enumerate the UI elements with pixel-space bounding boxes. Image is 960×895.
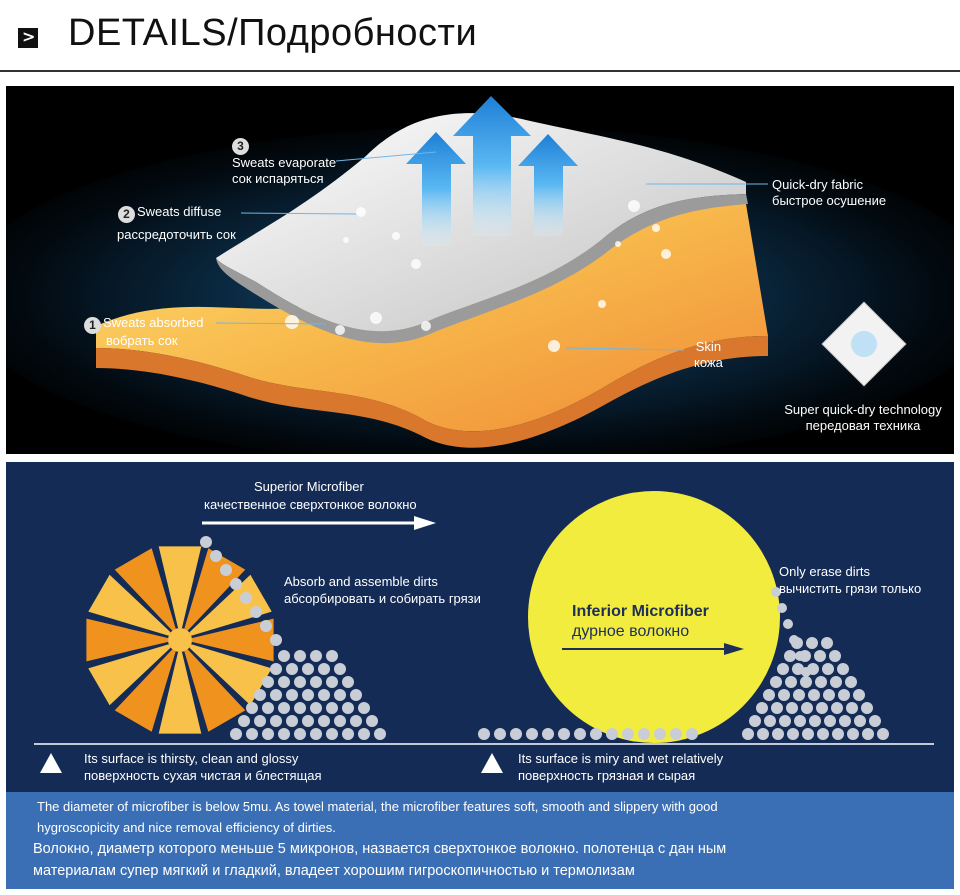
description-en: The diameter of microfiber is below 5mu.… bbox=[37, 799, 718, 835]
evaporate-arrow-center bbox=[453, 96, 531, 236]
inferior-arrow-icon bbox=[724, 643, 744, 655]
erase-ru: вычистить грязи только bbox=[779, 581, 922, 596]
quick-dry-en: Quick-dry fabric bbox=[772, 177, 864, 192]
inferior-ru: дурное волокно bbox=[572, 623, 690, 640]
technology-en: Super quick-dry technology bbox=[784, 402, 942, 417]
step-2-badge: 2 bbox=[118, 206, 135, 223]
surface-good-ru: поверхность сухая чистая и блестящая bbox=[84, 768, 322, 783]
header: > DETAILS/Подробности bbox=[0, 0, 960, 72]
evaporate-arrow-left bbox=[406, 132, 466, 246]
microfiber-illustration bbox=[34, 491, 934, 745]
surface-bad-en: Its surface is miry and wet relatively bbox=[518, 751, 724, 766]
step-evaporate-en: Sweats evaporate bbox=[232, 155, 337, 170]
surface-good-en: Its surface is thirsty, clean and glossy bbox=[84, 751, 299, 766]
step-absorbed-en: Sweats absorbed bbox=[103, 315, 204, 330]
step-diffuse-en: Sweats diffuse bbox=[137, 204, 222, 219]
erase-en: Only erase dirts bbox=[779, 564, 871, 579]
description-footer: The diameter of microfiber is below 5mu.… bbox=[6, 792, 954, 889]
absorb-label: Absorb and assemble dirts абсорбировать … bbox=[284, 573, 481, 607]
surface-bad-ru: поверхность грязная и сырая bbox=[518, 768, 696, 783]
skin-ru: кожа bbox=[694, 355, 723, 370]
page-title: DETAILS/Подробности bbox=[68, 12, 478, 54]
surface-good-label: Its surface is thirsty, clean and glossy… bbox=[84, 750, 322, 784]
technology-label: Super quick-dry technology передовая тех… bbox=[778, 402, 948, 434]
remaining-dirt-particles bbox=[478, 587, 889, 740]
absorb-ru: абсорбировать и собирать грязи bbox=[284, 591, 481, 606]
marker-symbol: > bbox=[22, 27, 36, 46]
header-divider bbox=[0, 70, 960, 72]
inferior-label: Inferior Microfiber дурное волокно bbox=[572, 602, 709, 642]
step-1-badge: 1 bbox=[84, 317, 101, 334]
step-3-badge: 3 bbox=[232, 138, 249, 155]
step-evaporate-ru: сок испаряться bbox=[232, 171, 324, 186]
sweat-droplets bbox=[285, 200, 671, 352]
quick-dry-label: Quick-dry fabric быстрое осушение bbox=[772, 177, 886, 209]
absorbed-dirt-particles bbox=[200, 536, 386, 740]
skin-en: Skin bbox=[695, 339, 722, 354]
evaporate-arrow-right bbox=[518, 134, 578, 236]
superior-arrow-icon bbox=[414, 516, 436, 530]
description-ru: Волокно, диаметр которого меньше 5 микро… bbox=[33, 841, 727, 879]
technology-ru: передовая техника bbox=[805, 418, 921, 433]
superior-label-en: Superior Microfiber bbox=[254, 479, 364, 494]
erase-label: Only erase dirts вычистить грязи только bbox=[779, 563, 921, 597]
quick-dry-ru: быстрое осушение bbox=[772, 193, 887, 208]
header-marker: > bbox=[18, 27, 38, 48]
fabric-illustration bbox=[6, 96, 954, 454]
inferior-en: Inferior Microfiber bbox=[572, 603, 709, 620]
triangle-bullet-icon bbox=[481, 753, 503, 773]
superior-label-ru: качественное сверхтонкое волокно bbox=[204, 497, 417, 512]
step-diffuse-ru: рассредоточить сок bbox=[117, 227, 236, 242]
microfiber-comparison-panel: Superior Microfiber качественное сверхто… bbox=[6, 462, 954, 792]
step-absorbed-ru: вобрать сок bbox=[106, 333, 178, 348]
step-evaporate: 3 Sweats evaporate сок испаряться bbox=[232, 136, 336, 187]
callout-lines bbox=[215, 151, 768, 351]
triangle-bullet-icon bbox=[40, 753, 62, 773]
skin-label: Skin кожа bbox=[694, 339, 723, 371]
inferior-fiber-circle bbox=[528, 491, 780, 743]
superior-fiber-icon bbox=[86, 546, 274, 734]
surface-bad-label: Its surface is miry and wet relatively п… bbox=[518, 750, 723, 784]
absorb-en: Absorb and assemble dirts bbox=[284, 574, 438, 589]
